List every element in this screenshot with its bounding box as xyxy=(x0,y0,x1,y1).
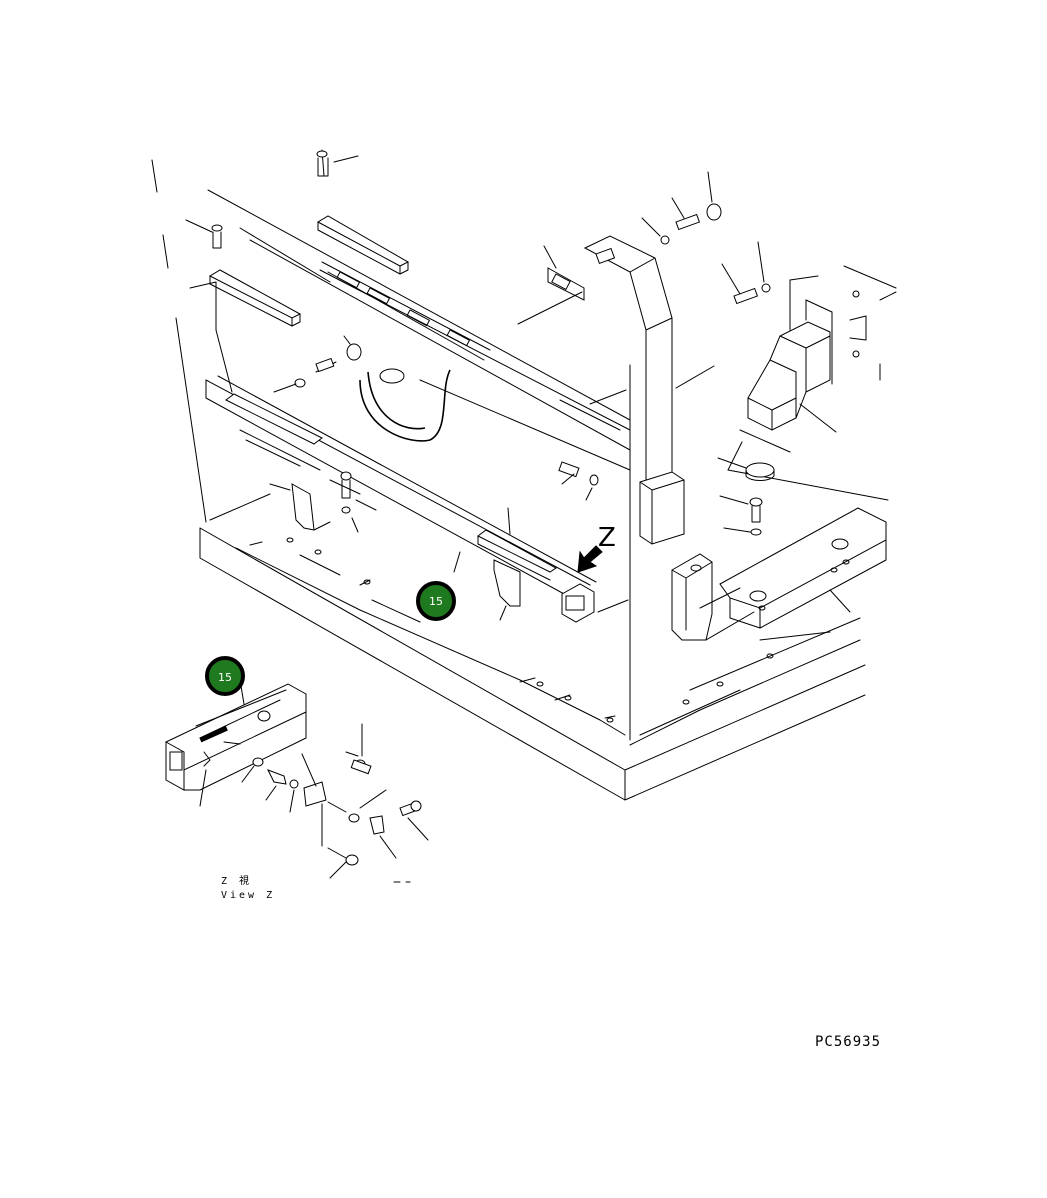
duct xyxy=(739,265,897,453)
upper-bracket xyxy=(316,149,410,275)
view-z-arrow xyxy=(577,545,603,573)
callout-15-detail[interactable]: 15 xyxy=(205,656,245,696)
middle-bracket xyxy=(269,471,377,533)
view-z-detail xyxy=(165,679,429,883)
callout-15-main[interactable]: 15 xyxy=(416,581,456,621)
right-rail xyxy=(671,441,889,641)
callout-label: 15 xyxy=(218,671,232,684)
base-frame xyxy=(151,159,866,801)
view-arrow-label: Z xyxy=(598,523,616,553)
rear-fasteners xyxy=(273,335,362,393)
right-fasteners xyxy=(558,457,775,536)
drawing-code: PC56935 xyxy=(815,1034,882,1050)
top-right-fasteners xyxy=(641,171,771,305)
view-caption-en: View Z xyxy=(221,890,276,901)
tube-frame xyxy=(517,235,715,545)
rear-panel xyxy=(207,189,631,476)
lower-rail xyxy=(205,375,629,623)
callout-label: 15 xyxy=(429,595,443,608)
left-bracket xyxy=(185,219,302,393)
view-caption-jp: Z 視 xyxy=(221,876,253,887)
